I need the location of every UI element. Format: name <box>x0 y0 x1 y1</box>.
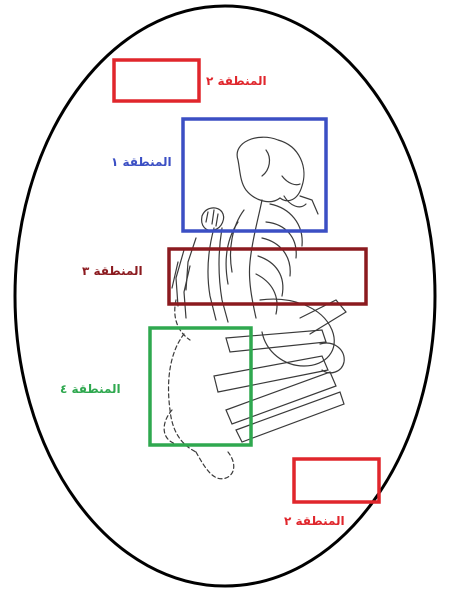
region-2-top-label: المنطقة ٢ <box>206 74 267 88</box>
region-2-top-box <box>114 60 199 101</box>
region-3-box <box>169 249 366 304</box>
skeleton-sketch <box>164 137 346 479</box>
region-3-label: المنطقة ٣ <box>82 264 143 278</box>
grave-outline <box>15 6 435 586</box>
region-2-bottom-box <box>294 459 379 502</box>
region-1-label: المنطقة ١ <box>111 155 172 169</box>
region-2-bottom-label: المنطقة ٢ <box>284 514 345 528</box>
region-4-box <box>150 328 251 445</box>
region-4-label: المنطقة ٤ <box>60 382 121 396</box>
